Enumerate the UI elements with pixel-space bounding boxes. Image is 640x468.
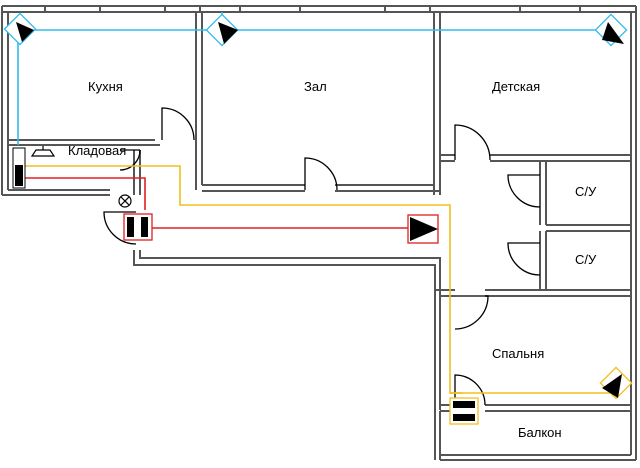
label-kitchen: Кухня <box>88 79 123 94</box>
triangle-speaker-icon <box>602 22 624 44</box>
label-storage: Кладовая <box>68 143 126 158</box>
triangle-speaker-icon <box>410 217 438 241</box>
label-bedroom: Спальня <box>492 346 544 361</box>
door-kitchen[interactable] <box>161 107 195 141</box>
door-children[interactable] <box>454 124 491 161</box>
triangle-speaker-icon <box>602 374 622 398</box>
door-entrance[interactable] <box>103 211 137 245</box>
device-kitchen[interactable] <box>3 12 37 46</box>
door-balcony[interactable] <box>454 374 486 406</box>
doors <box>103 107 541 406</box>
door-bedroom[interactable] <box>454 295 489 330</box>
vent-cross-icon <box>118 194 132 208</box>
windows <box>44 6 581 12</box>
split-unit-icon <box>453 401 475 408</box>
triangle-speaker-icon <box>218 22 238 44</box>
unit-storage[interactable] <box>12 147 26 189</box>
cable-red <box>20 177 420 229</box>
unit-entrance[interactable] <box>123 213 153 241</box>
label-wc1: С/У <box>575 184 597 199</box>
door-wc1[interactable] <box>507 174 541 208</box>
label-children: Детская <box>492 79 540 94</box>
device-corridor[interactable] <box>407 214 439 244</box>
label-wc2: С/У <box>575 252 597 267</box>
ceiling-lamp-icon <box>30 146 56 157</box>
label-balcony: Балкон <box>518 425 562 440</box>
unit-balcony[interactable] <box>449 397 479 425</box>
device-children[interactable] <box>594 13 628 47</box>
split-unit-icon <box>15 165 23 186</box>
label-hall: Зал <box>304 79 327 94</box>
triangle-speaker-icon <box>16 22 34 42</box>
door-storage[interactable] <box>119 149 141 171</box>
walls <box>1 5 637 461</box>
door-wc2[interactable] <box>507 242 541 276</box>
split-unit-icon <box>127 217 134 237</box>
door-hall[interactable] <box>304 157 338 191</box>
device-bedroom[interactable] <box>599 366 633 400</box>
device-hall[interactable] <box>205 13 239 47</box>
